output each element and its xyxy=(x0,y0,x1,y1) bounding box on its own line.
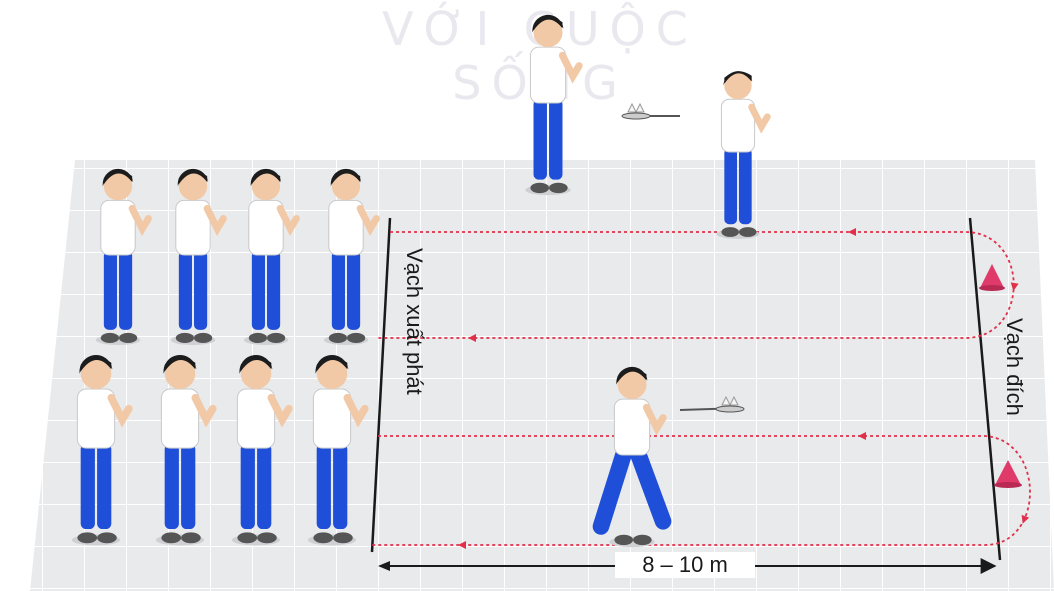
arrow-icon xyxy=(1021,514,1030,524)
finish-line xyxy=(968,217,1002,561)
racket-bottom xyxy=(679,395,745,413)
arrow-icon xyxy=(468,334,476,342)
racket-top xyxy=(621,102,680,120)
arrow-icon xyxy=(858,432,866,440)
shuttlecock-icon xyxy=(627,102,645,113)
running-student xyxy=(592,366,672,548)
student-back-row xyxy=(323,168,380,346)
student-front-row xyxy=(231,354,293,546)
teacher xyxy=(525,14,583,196)
shuttlecock-icon xyxy=(721,395,739,406)
arrow-icon xyxy=(458,541,466,549)
cone-icon xyxy=(994,460,1022,488)
start-line xyxy=(370,217,392,553)
student-front-row xyxy=(307,354,369,546)
arrow-icon xyxy=(1010,282,1019,291)
student-with-racket xyxy=(716,71,771,239)
student-back-row xyxy=(170,168,227,346)
student-front-row xyxy=(71,354,133,546)
court-floor xyxy=(30,160,1054,591)
start-line-label: Vạch xuất phát xyxy=(402,248,427,395)
arrow-icon xyxy=(848,228,856,236)
student-back-row xyxy=(95,168,152,346)
distance-label: 8 – 10 m xyxy=(615,552,755,578)
path-arrows xyxy=(458,228,1030,549)
relay-path-lane-2 xyxy=(372,435,1031,546)
student-front-row xyxy=(155,354,217,546)
cone-icon xyxy=(979,264,1005,291)
finish-line-label: Vạch đích xyxy=(1002,318,1027,416)
student-back-row xyxy=(243,168,300,346)
